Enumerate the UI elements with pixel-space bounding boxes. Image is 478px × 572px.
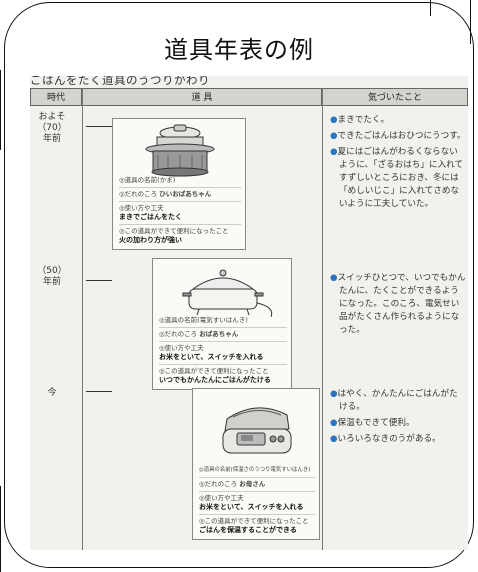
column-divider [322, 88, 323, 550]
improve-label: ◎この道具ができて便利になったこと [119, 227, 229, 235]
note-text: スイッチひとつで、いつでもかんたんに、たくことができるようになった。このころ、電… [337, 273, 466, 335]
divider [199, 514, 315, 515]
divider [119, 187, 241, 188]
frame-rule-left-bottom [0, 486, 1, 572]
column-header-era: 時代 [30, 88, 82, 106]
bullet-icon: ● [330, 115, 338, 125]
timeline-table: 時代 道 具 気づいたこと およそ （70） 年前 （50） 年前 今 [30, 88, 468, 550]
divider [119, 201, 241, 202]
note-text: はやく、かんたんにごはんがたける。 [337, 389, 458, 412]
frame-rule-left-top [0, 70, 1, 150]
when-label: ◎だれのころ [199, 480, 238, 488]
note-text: 保温もできて便利。 [337, 418, 415, 428]
frame-rule-right [470, 0, 471, 44]
notes-group-70: ●まきでたく。 ●できたごはんはおひつにうつす。 ●夏にはごはんがわるくならない… [330, 114, 466, 214]
divider [159, 327, 287, 328]
improve-label: ◎この道具ができて便利になったこと [159, 367, 269, 375]
when-value: ひいおばあちゃん [159, 190, 212, 198]
when-value: おばあちゃん [199, 330, 239, 338]
bullet-icon: ● [330, 389, 338, 399]
note-item: ●いろいろなきのうがある。 [330, 433, 466, 446]
modern-rice-cooker-illustration [222, 407, 292, 454]
how-value: まきでごはんをたく [119, 213, 182, 221]
divider [159, 341, 287, 342]
frame-rule-top-right [430, 0, 431, 16]
card-text: ◎道具の名前(かま) ◎だれのころ ひいおばあちゃん ◎使い方や工夫 まきでごは… [119, 176, 241, 245]
when-row: ◎だれのころ ひいおばあちゃん [119, 190, 241, 199]
divider [159, 364, 287, 365]
column-header-tool: 道 具 [82, 88, 322, 106]
notes-group-50: ●スイッチひとつで、いつでもかんたんに、たくことができるようになった。このころ、… [330, 272, 466, 340]
sheet-heading: ごはんをたく道具のうつりかわり [30, 76, 210, 87]
tool-name: ◎道具の名前(保温さのうつり電気すいはんき) [199, 467, 311, 473]
bullet-icon: ● [330, 434, 338, 444]
how-value: お米をといて、スイッチを入れる [199, 503, 304, 511]
page-title: 道具年表の例 [164, 36, 314, 64]
how-label: ◎使い方や工夫 [199, 494, 244, 502]
era-tick [86, 280, 112, 281]
scanned-sheet: ごはんをたく道具のうつりかわり 時代 道 具 気づいたこと およそ （70） 年… [30, 76, 468, 550]
tool-name: ◎道具の名前(電気すいはんき) [159, 316, 248, 324]
improve-value: 火の加わり方が強い [119, 236, 182, 244]
tool-card-kama: ◎道具の名前(かま) ◎だれのころ ひいおばあちゃん ◎使い方や工夫 まきでごは… [112, 118, 246, 250]
note-text: いろいろなきのうがある。 [337, 434, 441, 444]
column-header-notes: 気づいたこと [322, 88, 468, 106]
electric-rice-cooker-illustration [182, 269, 273, 318]
note-item: ●できたごはんはおひつにうつす。 [330, 130, 466, 143]
how-label: ◎使い方や工夫 [119, 204, 164, 212]
kama-pot-illustration [145, 124, 215, 177]
era-tick [86, 126, 112, 127]
bullet-icon: ● [330, 273, 338, 283]
divider [199, 477, 315, 478]
tool-card-electric-cooker: ◎道具の名前(電気すいはんき) ◎だれのころ おばあちゃん ◎使い方や工夫 お米… [152, 258, 292, 390]
note-text: 夏にはごはんがわるくならないように、「ざるおはち」に入れてすずしいところにおき、… [337, 147, 464, 209]
note-item: ●夏にはごはんがわるくならないように、「ざるおはち」に入れてすずしいところにおき… [330, 146, 466, 211]
note-item: ●スイッチひとつで、いつでもかんたんに、たくことができるようになった。このころ、… [330, 272, 466, 337]
divider [199, 491, 315, 492]
bullet-icon: ● [330, 147, 338, 157]
divider [119, 224, 241, 225]
note-item: ●はやく、かんたんにごはんがたける。 [330, 388, 466, 414]
when-row: ◎だれのころ おばあちゃん [159, 330, 287, 339]
when-value: お母さん [239, 480, 266, 488]
era-label: （50） 年前 [37, 266, 67, 287]
improve-value: ごはんを保温することができる [199, 526, 297, 534]
tool-card-modern-cooker: ◎道具の名前(保温さのうつり電気すいはんき) ◎だれのころ お母さん ◎使い方や… [192, 388, 320, 540]
when-label: ◎だれのころ [119, 190, 158, 198]
card-text: ◎道具の名前(電気すいはんき) ◎だれのころ おばあちゃん ◎使い方や工夫 お米… [159, 316, 287, 385]
note-text: まきでたく。 [337, 115, 390, 125]
how-label: ◎使い方や工夫 [159, 344, 204, 352]
tool-name: ◎道具の名前(かま) [119, 176, 176, 184]
era-tick [86, 391, 112, 392]
bullet-icon: ● [330, 131, 338, 141]
when-row: ◎だれのころ お母さん [199, 480, 315, 489]
notes-group-now: ●はやく、かんたんにごはんがたける。 ●保温もできて便利。 ●いろいろなきのうが… [330, 388, 466, 449]
when-label: ◎だれのころ [159, 330, 198, 338]
improve-label: ◎この道具ができて便利になったこと [199, 517, 309, 525]
note-item: ●保温もできて便利。 [330, 417, 466, 430]
bullet-icon: ● [330, 418, 338, 428]
improve-value: いつでもかんたんにごはんがたける [159, 376, 271, 384]
note-text: できたごはんはおひつにうつす。 [337, 131, 466, 141]
column-divider [82, 88, 83, 550]
card-text: ◎道具の名前(保温さのうつり電気すいはんき) ◎だれのころ お母さん ◎使い方や… [199, 466, 315, 535]
note-item: ●まきでたく。 [330, 114, 466, 127]
how-value: お米をといて、スイッチを入れる [159, 353, 264, 361]
era-label: およそ （70） 年前 [37, 112, 67, 144]
era-label: 今 [47, 388, 57, 398]
